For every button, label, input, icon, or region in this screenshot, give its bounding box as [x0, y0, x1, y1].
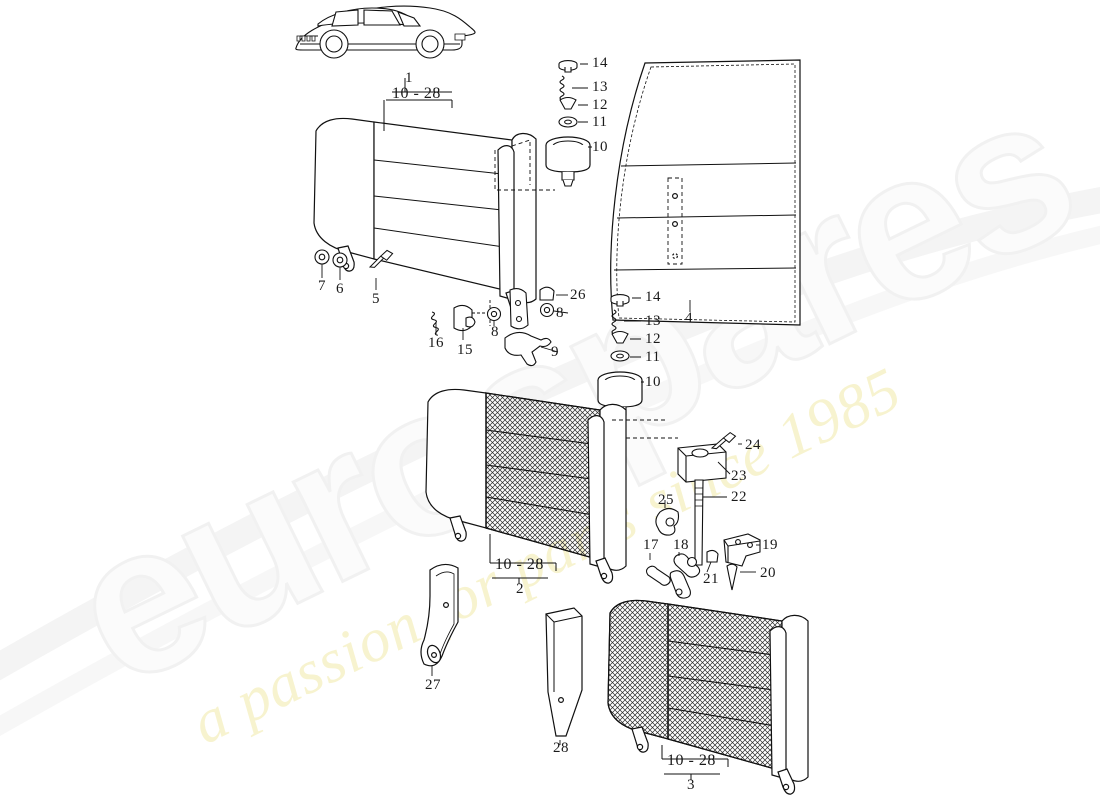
backrest-assembly-1 — [313, 78, 555, 316]
callout-1: 1 — [405, 70, 413, 86]
callout-13-mid: 13 — [645, 313, 661, 329]
callout-2: 2 — [516, 581, 524, 597]
fastener-stack-upper — [545, 60, 592, 187]
callout-3: 3 — [687, 777, 695, 793]
channel-trim-28 — [545, 607, 583, 745]
callout-10-upper: 10 — [592, 139, 608, 155]
callout-11-upper: 11 — [592, 114, 608, 130]
callout-26: 26 — [570, 287, 586, 303]
fasteners-8-9-26 — [486, 286, 569, 367]
callout-10-mid: 10 — [645, 374, 661, 390]
callout-8a: 8 — [491, 324, 499, 340]
callout-range-2: 10 - 28 — [495, 556, 544, 573]
callout-24: 24 — [745, 437, 761, 453]
backrest-assembly-2 — [425, 388, 678, 584]
callout-21: 21 — [703, 571, 719, 587]
fasteners-15-16 — [429, 300, 491, 340]
callout-27: 27 — [425, 677, 441, 693]
side-bracket-27 — [420, 563, 459, 676]
callout-8b: 8 — [556, 305, 564, 321]
backrest-cover-panel-4 — [610, 59, 801, 326]
callout-22: 22 — [731, 489, 747, 505]
hardware-cluster — [645, 430, 761, 599]
callout-12-mid: 12 — [645, 331, 661, 347]
callout-11-mid: 11 — [645, 349, 661, 365]
callout-20: 20 — [760, 565, 776, 581]
callout-15: 15 — [457, 342, 473, 358]
callout-range-1: 10 - 28 — [392, 85, 441, 102]
callout-5: 5 — [372, 291, 380, 307]
callout-28: 28 — [553, 740, 569, 756]
callout-12-upper: 12 — [592, 97, 608, 113]
callout-7: 7 — [318, 278, 326, 294]
callout-9: 9 — [551, 344, 559, 360]
callout-16: 16 — [428, 335, 444, 351]
callout-25: 25 — [658, 492, 674, 508]
callout-18: 18 — [673, 537, 689, 553]
callout-23: 23 — [731, 468, 747, 484]
fasteners-567 — [314, 248, 396, 290]
callout-4: 4 — [685, 310, 693, 326]
callout-14-upper: 14 — [592, 55, 608, 71]
backrest-assembly-3 — [607, 599, 809, 795]
vehicle-illustration — [295, 5, 476, 59]
callout-19: 19 — [762, 537, 778, 553]
callout-13-upper: 13 — [592, 79, 608, 95]
callout-14-mid: 14 — [645, 289, 661, 305]
callout-range-3: 10 - 28 — [667, 752, 716, 769]
callout-6: 6 — [336, 281, 344, 297]
callout-17: 17 — [643, 537, 659, 553]
fastener-stack-middle — [597, 294, 644, 422]
